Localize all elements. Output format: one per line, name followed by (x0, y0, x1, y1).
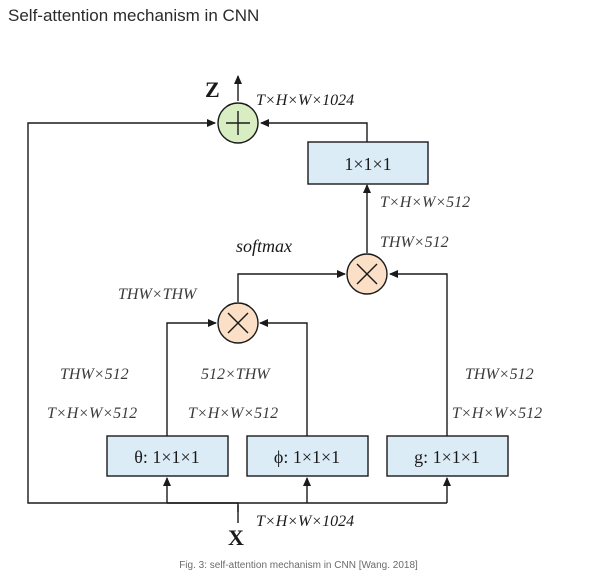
connectors (27, 75, 451, 523)
theta-reshape-label: THW×512 (60, 366, 129, 383)
page-title: Self-attention mechanism in CNN (8, 6, 260, 25)
theta-box: θ: 1×1×1 (106, 435, 229, 477)
mult-node-1 (217, 302, 259, 344)
mult1-output-label: THW×THW (118, 286, 198, 303)
phi-reshape-label: 512×THW (201, 366, 271, 383)
output-z-label: Z (205, 77, 220, 102)
conv-to-add-arrow (260, 119, 368, 142)
conv-out-box: 1×1×1 (307, 141, 429, 185)
figure-caption: Fig. 3: self-attention mechanism in CNN … (179, 560, 418, 571)
mult1-to-mult2-arrow (237, 270, 346, 302)
add-node (217, 102, 259, 144)
phi-box-label: ϕ: 1×1×1 (274, 447, 340, 467)
g-box: g: 1×1×1 (386, 435, 509, 477)
theta-box-label: θ: 1×1×1 (134, 447, 199, 467)
phi-to-mult1-arrow (259, 319, 308, 436)
g-dims-label: T×H×W×512 (452, 405, 542, 422)
bottom-dims-label: T×H×W×1024 (256, 513, 354, 530)
conv-out-dims-label: T×H×W×512 (380, 194, 470, 211)
phi-dims-label: T×H×W×512 (188, 405, 278, 422)
theta-dims-label: T×H×W×512 (47, 405, 137, 422)
softmax-label: softmax (236, 236, 292, 256)
mult-node-2 (346, 253, 388, 295)
top-dims-label: T×H×W×1024 (256, 92, 354, 109)
input-x-label: X (228, 525, 244, 550)
g-reshape-label: THW×512 (465, 366, 534, 383)
g-box-label: g: 1×1×1 (414, 447, 480, 467)
g-to-mult2-arrow (389, 270, 448, 436)
phi-box: ϕ: 1×1×1 (246, 435, 369, 477)
mult2-input-label: THW×512 (380, 234, 449, 251)
conv-out-box-label: 1×1×1 (344, 154, 391, 174)
theta-to-mult1-arrow (166, 319, 217, 436)
